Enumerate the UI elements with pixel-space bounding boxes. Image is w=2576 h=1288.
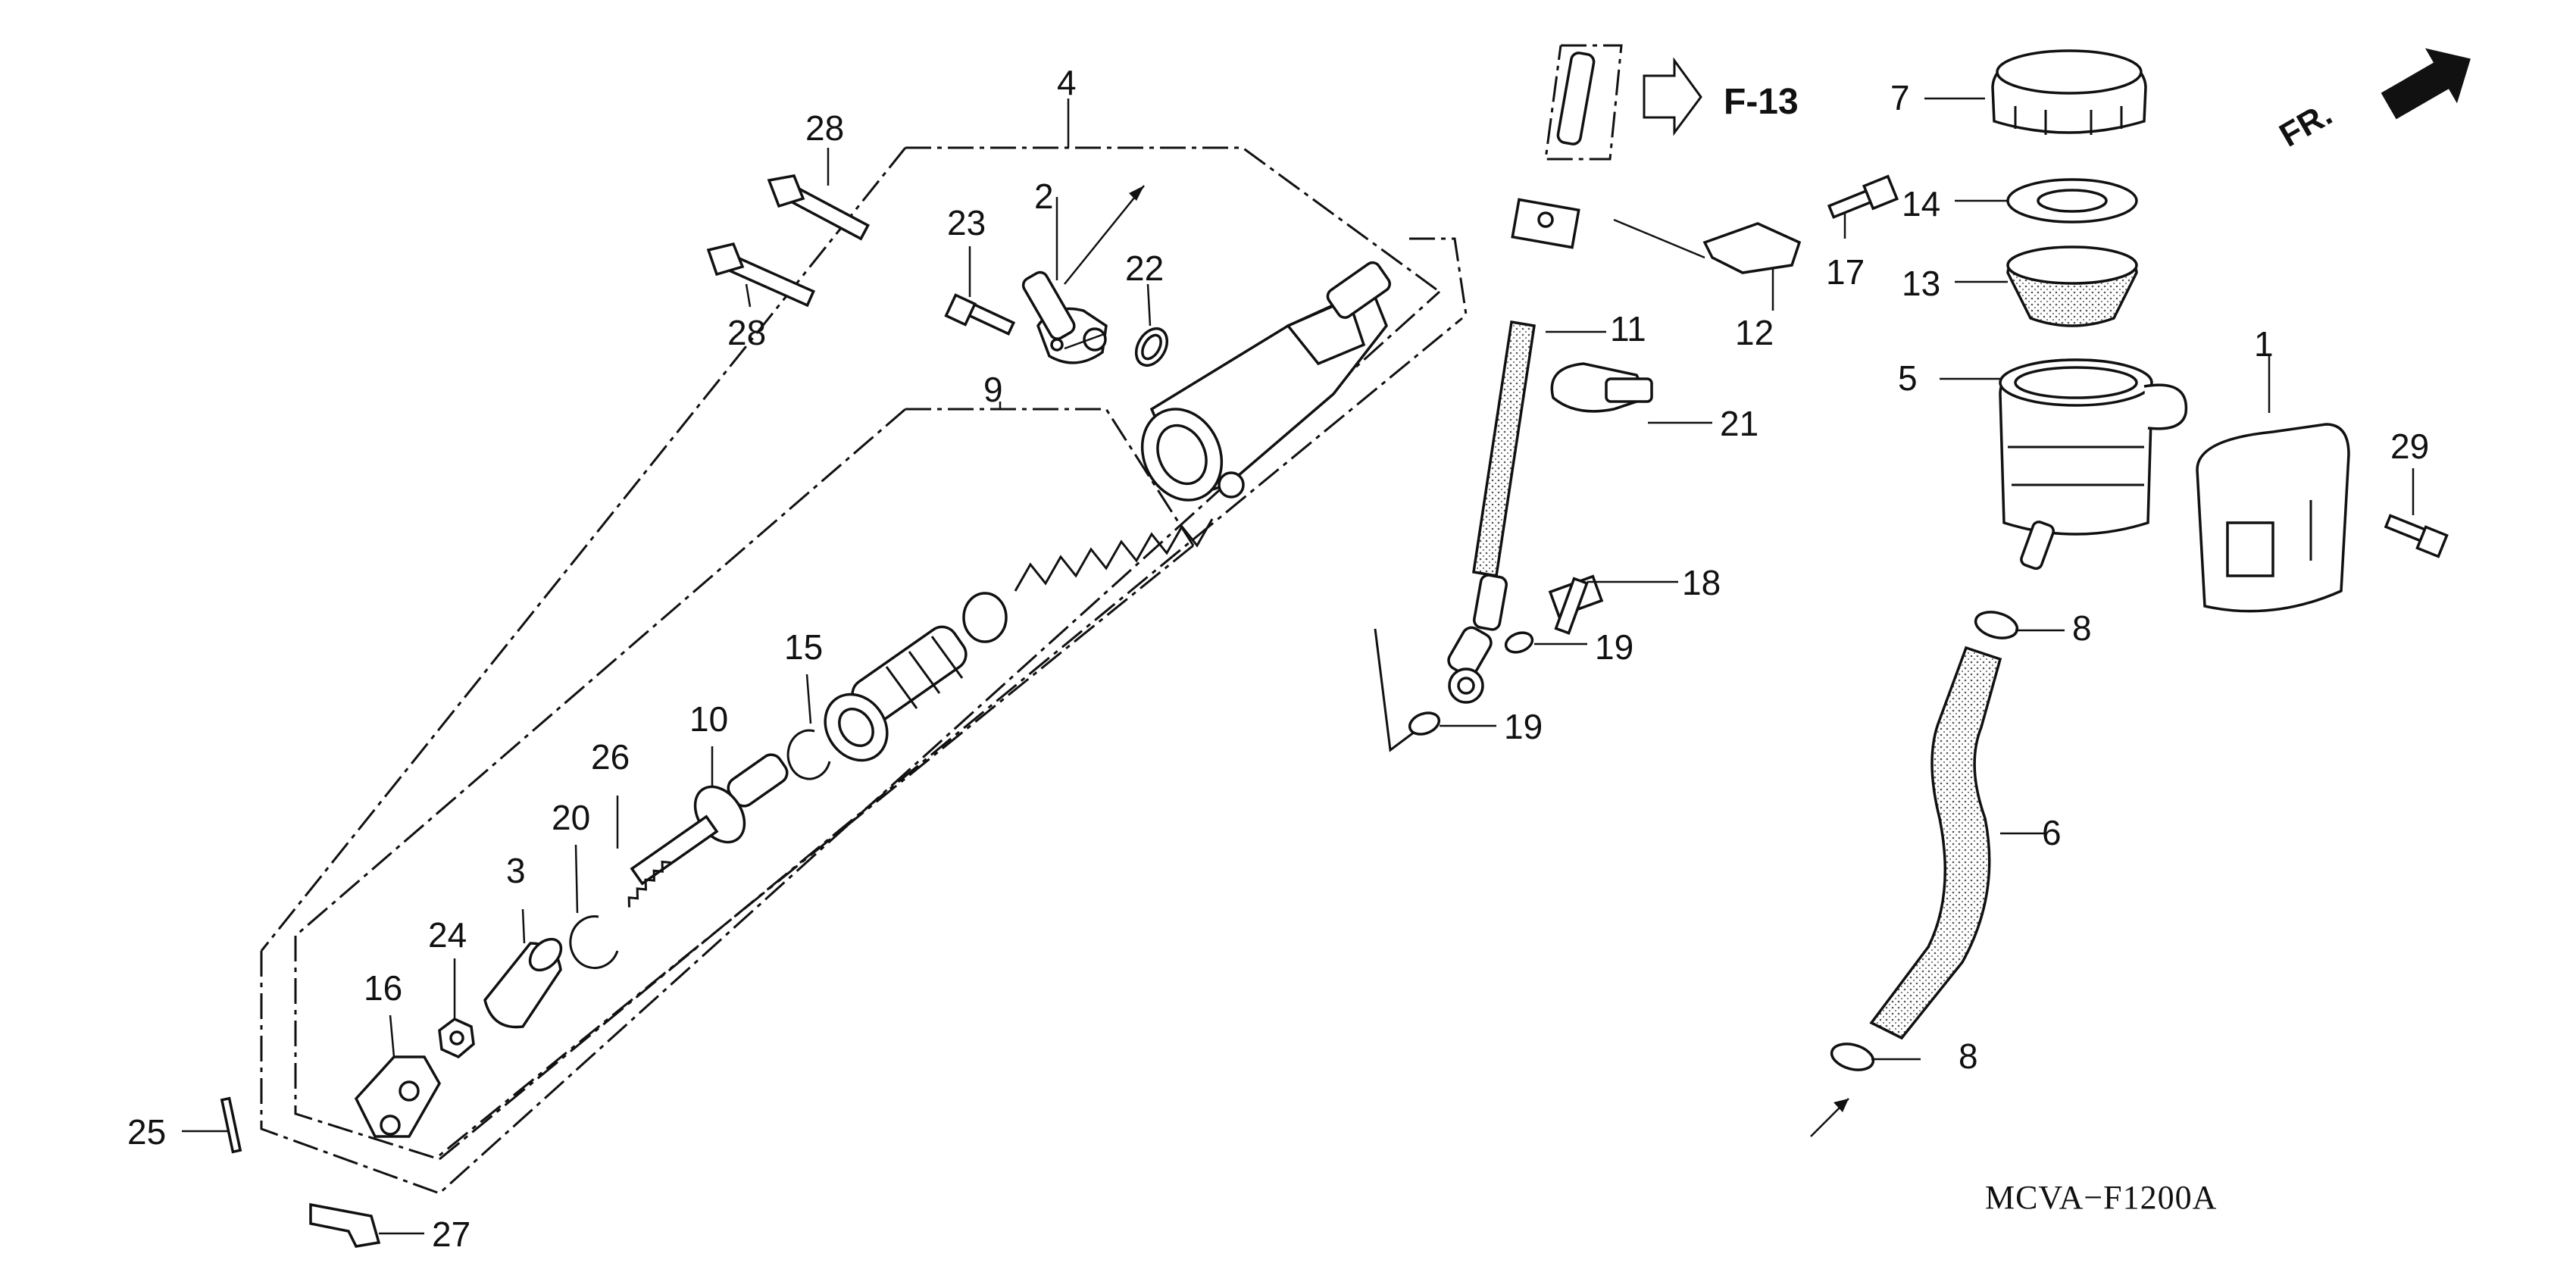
callout-28-upper: 28 (805, 108, 844, 148)
stay-12 (1702, 222, 1802, 274)
master-cylinder-body (1140, 261, 1391, 502)
callout-15: 15 (784, 627, 823, 667)
callout-3: 3 (506, 851, 526, 890)
boot-3 (483, 937, 563, 1029)
o-ring-22 (1134, 327, 1169, 367)
direction-label: FR. (2274, 95, 2339, 155)
nut-24 (438, 1017, 475, 1059)
callout-27: 27 (432, 1215, 470, 1254)
washer-19-upper (1504, 631, 1534, 654)
clip-8-upper (1974, 611, 2019, 639)
callout-22: 22 (1125, 249, 1164, 288)
callout-11: 11 (1610, 309, 1646, 349)
callout-7: 7 (1890, 78, 1910, 117)
spring-9 (962, 518, 1214, 643)
bolt-23 (944, 293, 1016, 336)
callout-4: 4 (1057, 63, 1077, 102)
clamp-21 (1550, 362, 1653, 413)
callout-19-lower: 19 (1504, 707, 1543, 746)
piston-assembly (824, 625, 968, 762)
callout-1: 1 (2254, 324, 2274, 364)
callout-12: 12 (1735, 313, 1774, 352)
callout-20: 20 (552, 798, 590, 837)
spring-26 (627, 860, 671, 908)
tube-6 (1869, 646, 2002, 1040)
callout-9: 9 (983, 370, 1003, 409)
group-9-boundary (295, 408, 1195, 1157)
cotter-pin-25 (220, 1096, 242, 1154)
callout-19-upper: 19 (1595, 627, 1633, 667)
callout-29: 29 (2390, 427, 2429, 466)
clip-8-lower (1830, 1043, 1875, 1071)
plate-14 (2006, 178, 2138, 224)
callout-28-lower: 28 (727, 313, 766, 352)
push-rod-10 (630, 753, 789, 886)
callout-16: 16 (364, 968, 402, 1008)
callout-23: 23 (947, 203, 986, 242)
callout-18: 18 (1682, 563, 1721, 602)
screw-29 (2384, 514, 2449, 558)
clevis-16 (354, 1055, 442, 1138)
reference-arrow-icon (1643, 57, 1702, 136)
callout-21: 21 (1720, 404, 1758, 443)
drawing-code: MCVA−F1200A (1985, 1179, 2217, 1216)
callout-2: 2 (1034, 177, 1054, 216)
joint-2 (1021, 270, 1108, 364)
callout-5: 5 (1898, 358, 1918, 398)
bolt-28-lower (706, 242, 816, 308)
cap-7 (1991, 49, 2147, 135)
reservoir-5 (1999, 358, 2188, 571)
group-4-boundary (260, 146, 1468, 1195)
circlip-15 (786, 729, 831, 780)
washer-19-lower (1408, 711, 1441, 736)
snap-ring-20 (569, 915, 619, 970)
cover-1 (2196, 423, 2350, 613)
callout-26: 26 (591, 737, 630, 777)
hose-11 (1447, 52, 1596, 704)
callout-25: 25 (127, 1112, 166, 1152)
callout-10: 10 (689, 699, 728, 739)
bolt-18 (1548, 574, 1604, 635)
callout-24: 24 (428, 915, 467, 955)
bolt-28-upper (767, 174, 871, 241)
callout-8-upper: 8 (2072, 608, 2092, 648)
callout-8-lower: 8 (1959, 1036, 1978, 1076)
callout-17: 17 (1826, 252, 1865, 292)
joint-pin-27 (309, 1202, 381, 1248)
front-direction-arrow-icon (2381, 48, 2471, 120)
leader-lines (182, 97, 2415, 1235)
callout-14: 14 (1902, 184, 1940, 224)
callout-13: 13 (1902, 264, 1940, 303)
reference-label: F-13 (1724, 82, 1799, 122)
screw-17 (1827, 174, 1899, 219)
diaphragm-13 (2006, 245, 2138, 327)
callout-6: 6 (2042, 813, 2062, 852)
